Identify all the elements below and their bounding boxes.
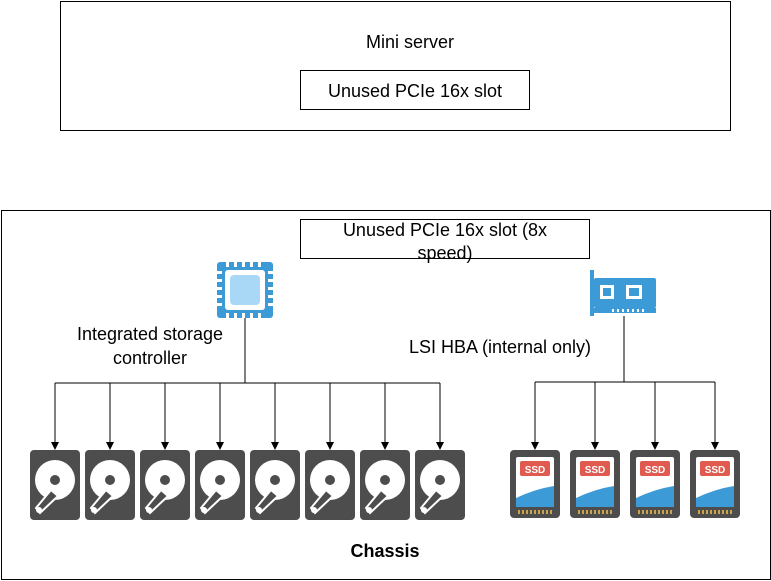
hard-disk-icon xyxy=(85,450,135,520)
mini-server-pcie-slot xyxy=(300,70,530,110)
ssd-icon: SSD xyxy=(690,450,740,518)
hard-disk-icon xyxy=(360,450,410,520)
chassis-pcie-slot xyxy=(300,219,590,259)
hard-disk-icon xyxy=(30,450,80,520)
hard-disk-icon xyxy=(195,450,245,520)
hard-disk-icon xyxy=(305,450,355,520)
hard-disk-icon xyxy=(140,450,190,520)
ssd-badge-label: SSD xyxy=(645,465,666,476)
chassis-pcie-slot-label-line2: speed) xyxy=(417,243,473,263)
ssd-icon: SSD xyxy=(510,450,560,518)
chassis-label: Chassis xyxy=(350,541,420,561)
lsi-hba-label: LSI HBA (internal only) xyxy=(408,337,592,357)
cpu-chip-icon xyxy=(217,262,273,318)
pcie-card-icon xyxy=(590,270,656,316)
ssd-icon: SSD xyxy=(570,450,620,518)
hard-disk-icon xyxy=(250,450,300,520)
ssd-badge-label: SSD xyxy=(705,465,726,476)
hard-disk-icon xyxy=(415,450,465,520)
ssd-badge-label: SSD xyxy=(525,465,546,476)
chassis-pcie-slot-label-line1: Unused PCIe 16x slot (8x xyxy=(342,220,548,240)
storage-controller-label-line2: controller xyxy=(112,348,188,368)
storage-controller-label-line1: Integrated storage xyxy=(76,324,224,344)
ssd-icon: SSD xyxy=(630,450,680,518)
mini-server-pcie-slot-label: Unused PCIe 16x slot xyxy=(327,81,503,101)
ssd-badge-label: SSD xyxy=(585,465,606,476)
mini-server-label: Mini server xyxy=(365,32,454,52)
